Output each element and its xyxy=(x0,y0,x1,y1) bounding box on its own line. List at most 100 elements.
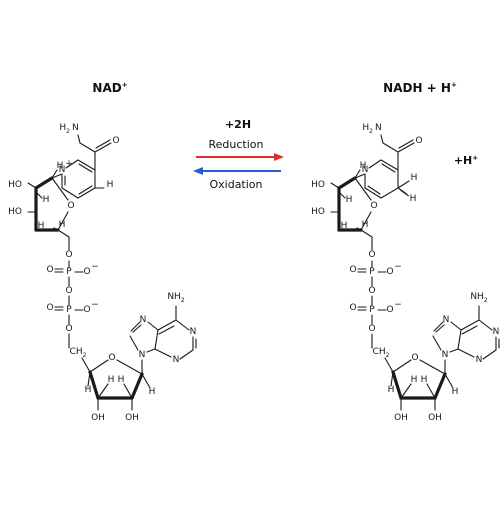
ring-bond xyxy=(457,348,475,358)
ring-oxygen: O xyxy=(411,353,418,363)
charge-minus: − xyxy=(91,300,99,310)
proton-label: +H+ xyxy=(454,154,478,167)
ring-bond xyxy=(61,187,79,199)
hydrogen-atom: H xyxy=(360,161,367,171)
hydrogen-atom: H xyxy=(341,221,348,231)
ring-bond xyxy=(360,211,372,231)
h-bond xyxy=(35,191,43,199)
oxidation-arrowhead xyxy=(193,167,203,175)
ring-bond xyxy=(34,176,54,190)
phosphate-oxygen: O xyxy=(386,305,393,315)
nitrogen-atom: N xyxy=(443,315,450,325)
oxidation-label: Oxidation xyxy=(209,178,262,191)
ring-bond xyxy=(130,372,144,400)
nitrogen-atom: N xyxy=(362,165,369,175)
hydrogen-atom: H xyxy=(421,375,428,385)
nitrogen-atom: N xyxy=(140,315,147,325)
carbonyl-bond xyxy=(94,142,112,153)
hydrogen-atom: H xyxy=(411,173,418,183)
ring-bond xyxy=(147,321,159,331)
phosphate-oxygen: O xyxy=(46,265,53,275)
phosphate-oxygen: O xyxy=(386,267,393,277)
ch2-bond xyxy=(384,357,394,373)
phosphorus-atom: P xyxy=(369,305,375,315)
ring-bond xyxy=(457,329,462,350)
glycosidic-bond xyxy=(354,173,366,179)
hydrogen-atom: H xyxy=(149,387,156,397)
ring-oxygen: O xyxy=(108,353,115,363)
charge-minus: − xyxy=(394,300,402,310)
methylene-group: CH2 xyxy=(373,347,390,359)
phosphate-oxygen: O xyxy=(46,303,53,313)
hydroxyl-group: OH xyxy=(394,413,408,423)
ring-bond xyxy=(175,319,190,331)
phosphorus-atom: P xyxy=(369,267,375,277)
ring-bond xyxy=(116,359,143,375)
hydroxyl-group: OH xyxy=(428,413,442,423)
ring-bond xyxy=(154,329,159,350)
ester-oxygen: O xyxy=(65,324,72,334)
amine-group: NH2 xyxy=(470,292,488,304)
h-bond xyxy=(97,383,109,399)
ring-bond xyxy=(449,348,459,353)
carbonyl-bond xyxy=(398,139,414,149)
ring-bond xyxy=(77,187,96,199)
ring-bond xyxy=(433,321,444,332)
h-bond xyxy=(390,371,394,387)
phosphorus-atom: P xyxy=(66,305,72,315)
hydroxyl-group: HO xyxy=(311,207,325,217)
charge-plus: + xyxy=(65,159,73,169)
hydroxyl-group: HO xyxy=(311,180,325,190)
nitrogen-atom: N xyxy=(442,350,449,360)
ring-bond xyxy=(337,176,357,190)
amide-n-label: H2 xyxy=(362,123,373,135)
carbonyl-bond xyxy=(95,139,111,149)
nitrogen-atom: N xyxy=(190,327,197,337)
ring-bond xyxy=(460,319,480,331)
hydrogen-atom: H xyxy=(38,221,45,231)
amide-n-label: H2 xyxy=(59,123,70,135)
amide-n-label: N xyxy=(375,123,382,133)
ring-bond xyxy=(433,372,447,400)
carbonyl-bond xyxy=(397,142,415,153)
ring-bond xyxy=(478,319,493,331)
double-bond xyxy=(381,163,396,173)
double-bond xyxy=(78,163,93,173)
hydrogen-atom: H xyxy=(85,385,92,395)
ring-bond xyxy=(51,177,69,201)
ring-bond xyxy=(65,159,79,169)
hydrogen-atom: H xyxy=(362,220,369,230)
nitrogen-atom: N xyxy=(493,327,500,337)
nadh-title: NADH + H+ xyxy=(383,81,457,95)
double-bond xyxy=(158,325,175,335)
ring-bond xyxy=(157,319,177,331)
hydrogen-atom: H xyxy=(452,387,459,397)
hydroxyl-group: OH xyxy=(125,413,139,423)
nitrogen-atom: N xyxy=(476,355,483,365)
hydrogen-atom: H xyxy=(410,194,417,204)
ch2-bond xyxy=(57,229,70,238)
ring-bond xyxy=(450,321,462,331)
amide-n-label: N xyxy=(72,123,79,133)
ester-oxygen: O xyxy=(65,250,72,260)
reduction-arrowhead xyxy=(274,153,284,161)
charge-minus: − xyxy=(394,262,402,272)
hashed-bond xyxy=(404,192,409,197)
phosphate-oxygen: O xyxy=(83,267,90,277)
ester-oxygen: O xyxy=(368,324,375,334)
ring-bond xyxy=(419,359,446,375)
oh-bond xyxy=(27,182,37,189)
reagent-label: +2H xyxy=(225,118,251,131)
hydrogen-atom: H xyxy=(108,375,115,385)
h-bond xyxy=(87,371,91,387)
ring-bond xyxy=(354,177,372,201)
nad-title: NAD+ xyxy=(92,81,127,95)
double-bond xyxy=(367,185,381,195)
ring-oxygen: O xyxy=(370,201,377,211)
h-bond xyxy=(141,373,151,389)
amide-bond xyxy=(380,134,384,144)
ring-bond xyxy=(380,159,399,171)
ring-bond xyxy=(392,359,412,373)
